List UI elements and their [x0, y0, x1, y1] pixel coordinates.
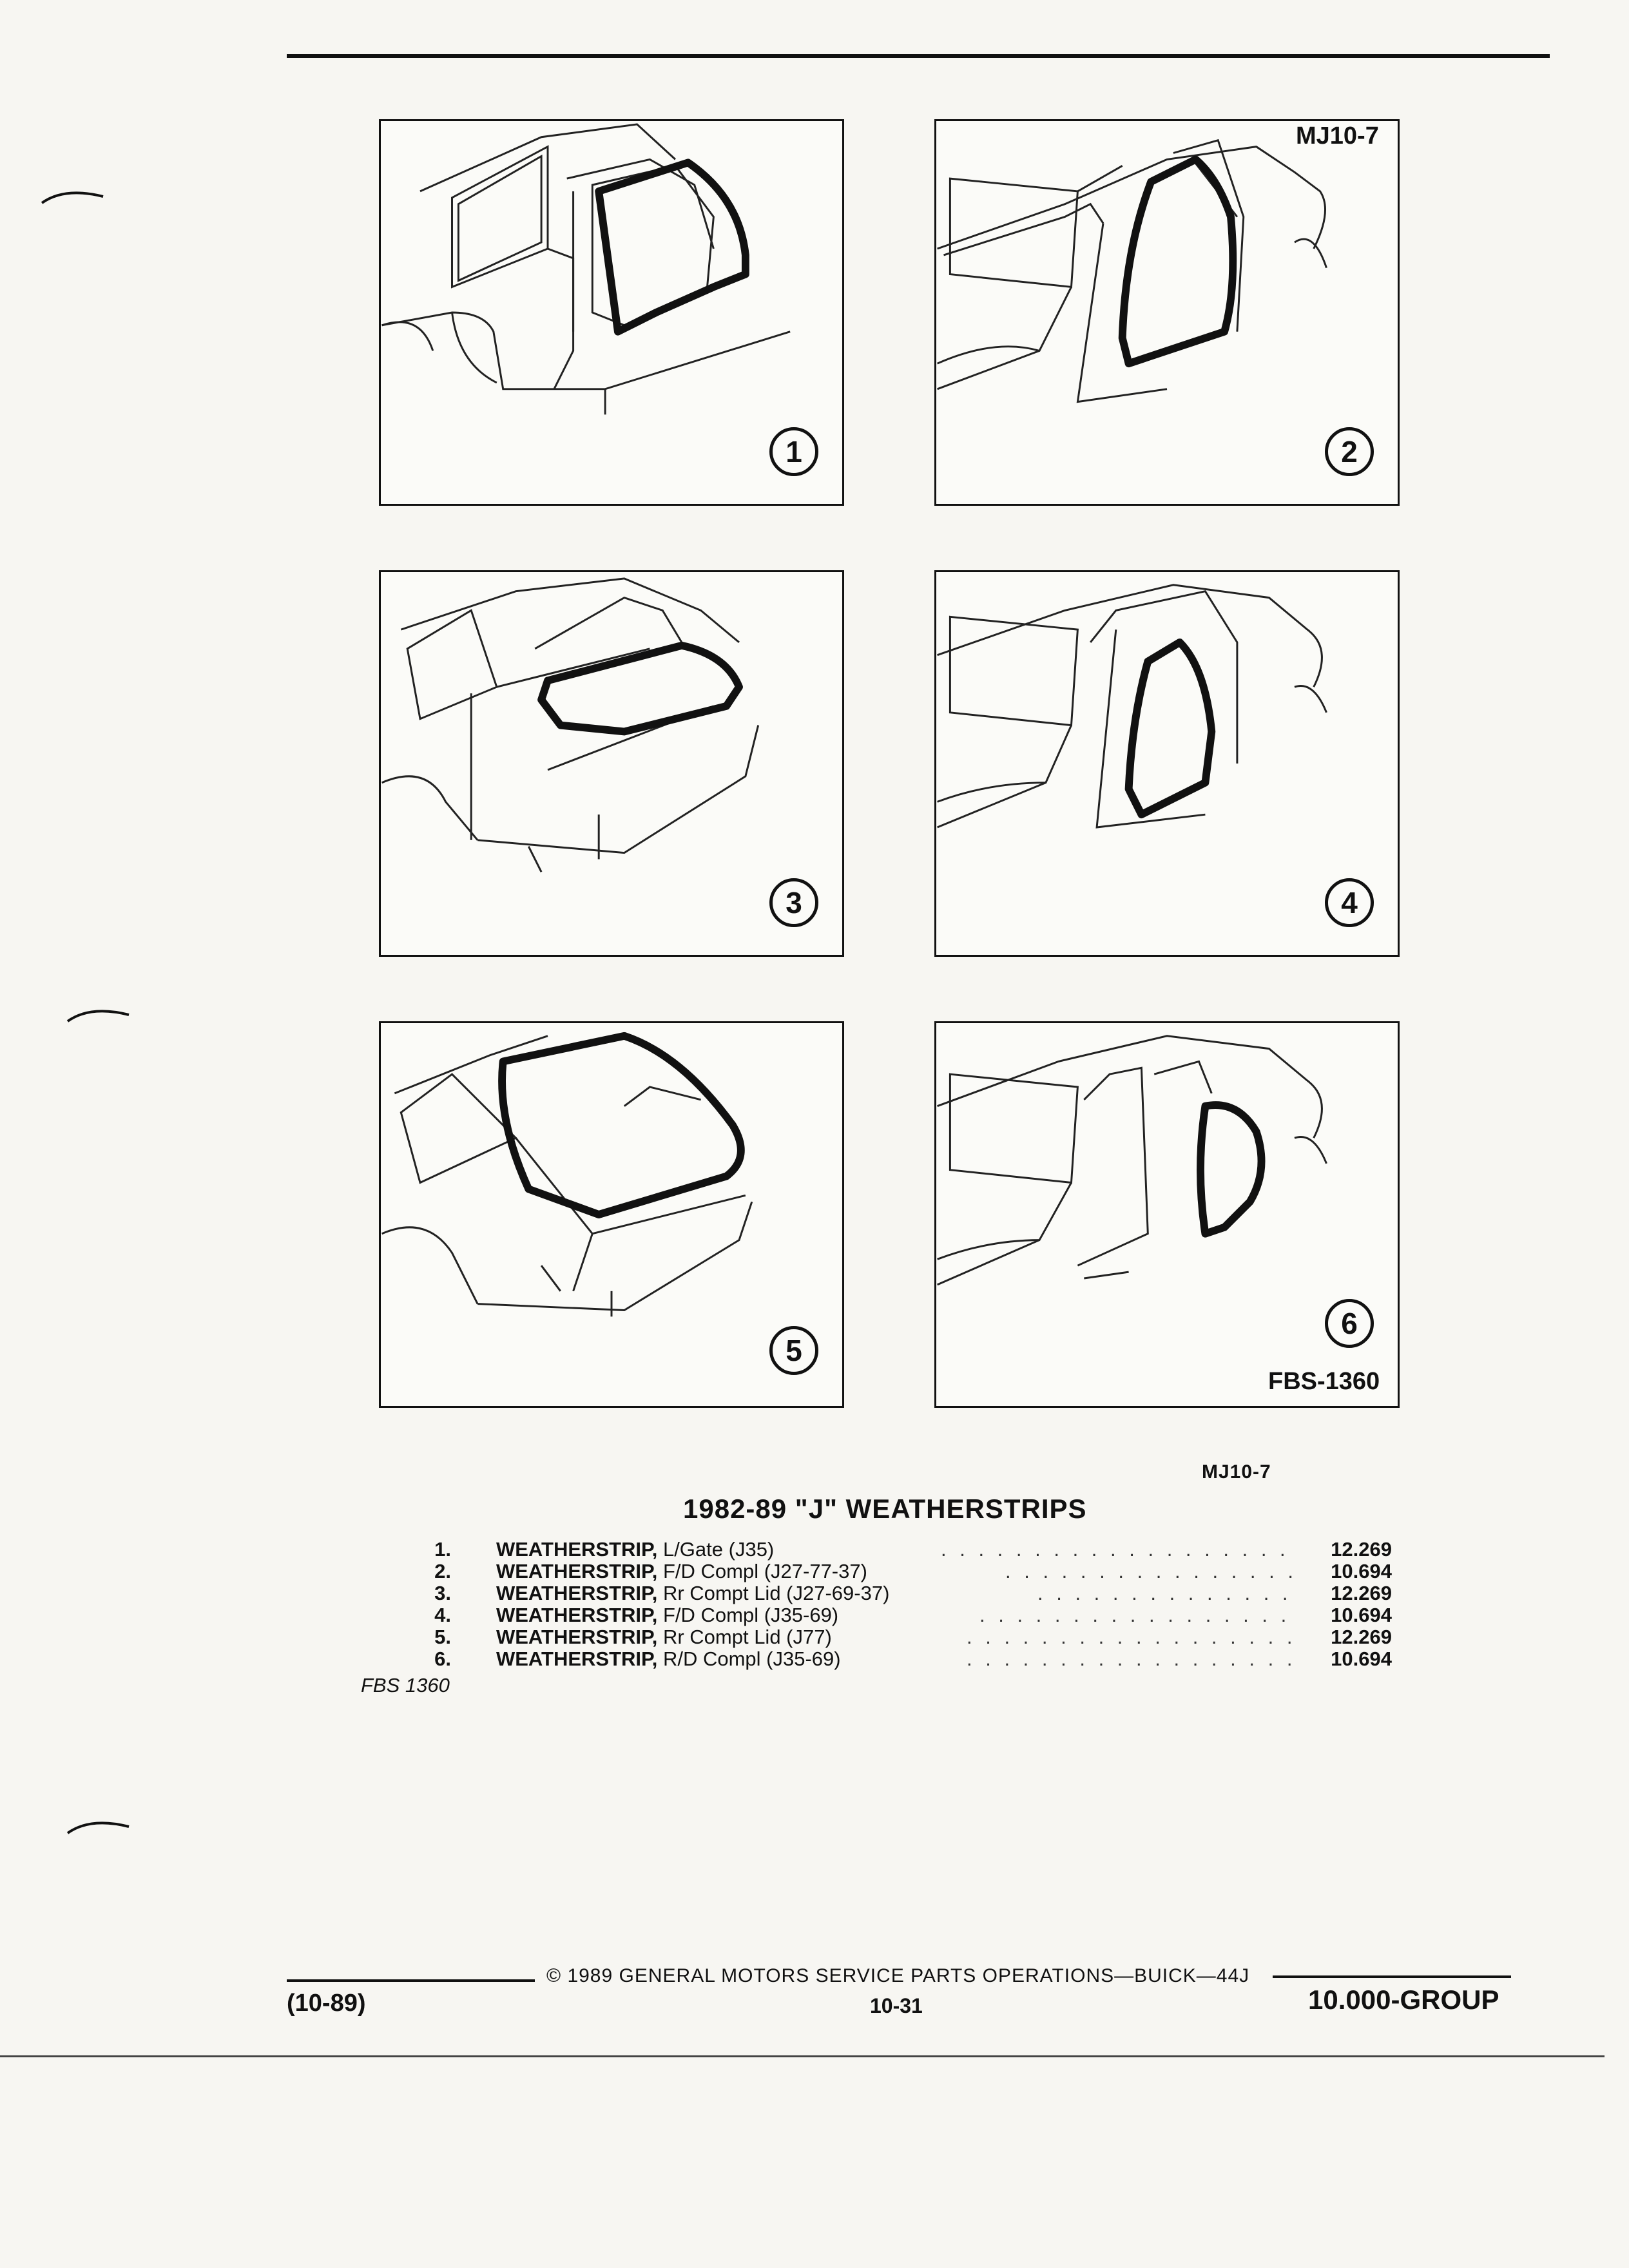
item-number: 2. — [434, 1560, 451, 1582]
part-name: WEATHERSTRIP, — [496, 1648, 658, 1670]
list-item: 5. WEATHERSTRIP, Rr Compt Lid (J77) . . … — [361, 1626, 1392, 1648]
leader-dots: . . . . . . . . . . . . . . . . . . . . … — [1005, 1561, 1295, 1582]
hatch-lid-illustration — [381, 1032, 753, 1317]
figure-code: MJ10-7 — [1296, 122, 1379, 149]
panel-2: 2 MJ10-7 — [934, 119, 1400, 506]
table-footnote: FBS 1360 — [361, 1674, 450, 1696]
item-description: WEATHERSTRIP, R/D Compl (J35-69) — [496, 1648, 841, 1670]
rear-door-illustration — [937, 1035, 1327, 1286]
panel-number-badge: 5 — [769, 1326, 818, 1375]
group-number: 12.269 — [1331, 1538, 1392, 1561]
group-number: 10.694 — [1331, 1604, 1392, 1626]
panel-number-badge: 6 — [1325, 1299, 1374, 1348]
part-detail: L/Gate (J35) — [662, 1538, 775, 1561]
group-number: 12.269 — [1331, 1582, 1392, 1604]
leader-dots: . . . . . . . . . . . . . . . . . . . . … — [1037, 1582, 1295, 1604]
panel-number-badge: 2 — [1325, 427, 1374, 476]
item-number: 3. — [434, 1582, 451, 1604]
panel-1: 1 — [379, 119, 844, 506]
group-number: 10.694 — [1331, 1560, 1392, 1582]
leader-dots: . . . . . . . . . . . . . . . . . . . . … — [979, 1604, 1295, 1626]
part-name: WEATHERSTRIP, — [496, 1582, 658, 1604]
front-door-4dr-illustration — [937, 584, 1327, 829]
footer-rule-right — [1273, 1975, 1511, 1978]
front-door-illustration — [936, 139, 1327, 403]
footer-date: (10-89) — [287, 1990, 366, 2017]
item-description: WEATHERSTRIP, Rr Compt Lid (J77) — [496, 1626, 832, 1648]
leader-dots: . . . . . . . . . . . . . . . . . . . . … — [967, 1626, 1295, 1648]
group-number: 10.694 — [1331, 1648, 1392, 1670]
part-detail: R/D Compl (J35-69) — [662, 1648, 841, 1670]
trunk-lid-illustration — [381, 577, 760, 872]
top-rule — [287, 54, 1550, 58]
part-detail: F/D Compl (J27-77-37) — [662, 1560, 867, 1582]
liftgate-illustration — [381, 123, 791, 415]
list-item: 4. WEATHERSTRIP, F/D Compl (J35-69) . . … — [361, 1604, 1392, 1626]
item-description: WEATHERSTRIP, F/D Compl (J27-77-37) — [496, 1561, 867, 1582]
item-number: 1. — [434, 1538, 451, 1561]
list-item: 2. WEATHERSTRIP, F/D Compl (J27-77-37) .… — [361, 1561, 1392, 1582]
item-number: 4. — [434, 1604, 451, 1626]
caption-code: MJ10-7 — [1202, 1461, 1271, 1483]
panel-4: 4 — [934, 570, 1400, 957]
part-detail: Rr Compt Lid (J77) — [662, 1626, 832, 1648]
item-description: WEATHERSTRIP, L/Gate (J35) — [496, 1539, 774, 1561]
footer-page-number: 10-31 — [870, 1994, 923, 2017]
footer-copyright: © 1989 GENERAL MOTORS SERVICE PARTS OPER… — [546, 1965, 1250, 1986]
binder-mark — [66, 1010, 130, 1023]
footer-group: 10.000-GROUP — [1308, 1984, 1499, 2015]
leader-dots: . . . . . . . . . . . . . . . . . . . . … — [941, 1539, 1295, 1561]
part-name: WEATHERSTRIP, — [496, 1560, 658, 1582]
part-detail: Rr Compt Lid (J27-69-37) — [662, 1582, 890, 1604]
group-number: 12.269 — [1331, 1626, 1392, 1648]
item-description: WEATHERSTRIP, F/D Compl (J35-69) — [496, 1604, 838, 1626]
item-number: 6. — [434, 1648, 451, 1670]
panel-number-badge: 4 — [1325, 878, 1374, 927]
panel-5: 5 — [379, 1021, 844, 1408]
table-title: 1982-89 "J" WEATHERSTRIPS — [683, 1494, 1087, 1524]
parts-list: 1. WEATHERSTRIP, L/Gate (J35) . . . . . … — [361, 1539, 1392, 1670]
item-number: 5. — [434, 1626, 451, 1648]
part-name: WEATHERSTRIP, — [496, 1626, 658, 1648]
bottom-rule — [0, 2055, 1605, 2057]
part-name: WEATHERSTRIP, — [496, 1538, 658, 1561]
panel-number-badge: 3 — [769, 878, 818, 927]
item-description: WEATHERSTRIP, Rr Compt Lid (J27-69-37) — [496, 1582, 889, 1604]
list-item: 3. WEATHERSTRIP, Rr Compt Lid (J27-69-37… — [361, 1582, 1392, 1604]
panel-number-badge: 1 — [769, 427, 818, 476]
part-detail: F/D Compl (J35-69) — [662, 1604, 839, 1626]
list-item: 6. WEATHERSTRIP, R/D Compl (J35-69) . . … — [361, 1648, 1392, 1670]
binder-mark — [41, 191, 104, 204]
leader-dots: . . . . . . . . . . . . . . . . . . . . … — [967, 1648, 1295, 1670]
part-name: WEATHERSTRIP, — [496, 1604, 658, 1626]
figure-code: FBS-1360 — [1268, 1368, 1380, 1395]
panel-3: 3 — [379, 570, 844, 957]
list-item: 1. WEATHERSTRIP, L/Gate (J35) . . . . . … — [361, 1539, 1392, 1561]
binder-mark — [66, 1821, 130, 1834]
panel-6: 6 FBS-1360 — [934, 1021, 1400, 1408]
footer-rule-left — [287, 1979, 535, 1982]
